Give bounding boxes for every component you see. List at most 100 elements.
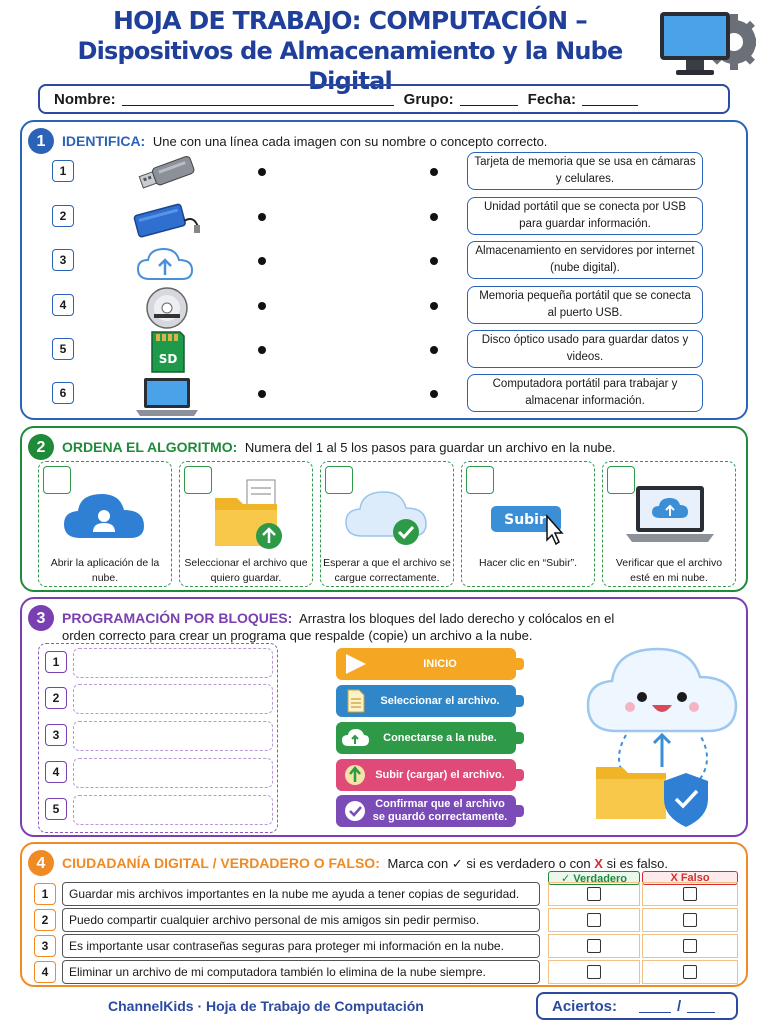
definition-box[interactable]: Memoria pequeña portátil que se conecta … [467, 286, 703, 324]
true-cell [548, 882, 640, 906]
definition-box[interactable]: Tarjeta de memoria que se usa en cámaras… [467, 152, 703, 190]
step-card-1: Abrir la aplicación de la nube. [38, 461, 172, 587]
slot-number: 3 [45, 724, 67, 746]
footer-brand: ChannelKids · Hoja de Trabajo de Computa… [108, 998, 424, 1014]
definition-box[interactable]: Unidad portátil que se conecta por USB p… [467, 197, 703, 235]
checkmark-icon [345, 801, 365, 821]
section-3-number: 3 [28, 605, 54, 631]
statement-number: 1 [34, 883, 56, 905]
slot-field[interactable] [73, 684, 273, 714]
group-field[interactable] [459, 92, 518, 106]
block-notch [514, 658, 524, 670]
definition-box[interactable]: Disco óptico usado para guardar datos y … [467, 330, 703, 368]
connector-dot[interactable] [430, 168, 438, 176]
section-4-instruction-prefix: Marca con [387, 856, 449, 871]
statement-text: Es importante usar contraseñas seguras p… [62, 934, 540, 958]
connector-dot[interactable] [258, 257, 266, 265]
section-3-header: 3 PROGRAMACIÓN POR BLOQUES: Arrastra los… [28, 605, 628, 644]
tf-row-2: 2 Puedo compartir cualquier archivo pers… [22, 908, 746, 932]
connector-dot[interactable] [258, 346, 266, 354]
true-checkbox[interactable] [587, 887, 601, 901]
score-box: Aciertos: / [536, 992, 738, 1020]
drop-slot[interactable]: 3 [43, 721, 273, 751]
sd-card-icon: SD [151, 331, 185, 373]
step-number-box[interactable] [466, 466, 494, 494]
code-block-conectarse[interactable]: Conectarse a la nube. [336, 722, 524, 754]
section-3-title: PROGRAMACIÓN POR BLOQUES: [62, 610, 293, 626]
cloud-check-icon [345, 491, 427, 545]
section-4-instruction-suffix: si es falso. [606, 856, 668, 871]
score-correct-field[interactable] [639, 999, 672, 1013]
false-checkbox[interactable] [683, 887, 697, 901]
tf-row-4: 4 Eliminar un archivo de mi computadora … [22, 960, 746, 984]
step-number-box[interactable] [43, 466, 71, 494]
connector-dot[interactable] [430, 346, 438, 354]
drop-slot[interactable]: 1 [43, 648, 273, 678]
step-number-box[interactable] [607, 466, 635, 494]
connector-dot[interactable] [430, 257, 438, 265]
connector-dot[interactable] [258, 168, 266, 176]
false-checkbox[interactable] [683, 913, 697, 927]
section-3-instruction: Arrastra los bloques del lado derecho y … [62, 611, 615, 643]
drop-slot[interactable]: 2 [43, 684, 273, 714]
code-block-confirmar[interactable]: Confirmar que el archivo se guardó corre… [336, 795, 524, 827]
section-2-title: ORDENA EL ALGORITMO: [62, 439, 238, 455]
slot-field[interactable] [73, 758, 273, 788]
false-checkbox[interactable] [683, 965, 697, 979]
match-row-6: 6 Computadora portátil para trabajar y a… [22, 374, 746, 418]
true-cell [548, 934, 640, 958]
true-cell [548, 908, 640, 932]
connector-dot[interactable] [258, 390, 266, 398]
laptop-icon [136, 378, 198, 416]
match-row-3: 3 Almacenamiento en servidores por inter… [22, 241, 746, 285]
connector-dot[interactable] [258, 302, 266, 310]
cloud-user-icon [64, 494, 144, 538]
code-block-subir[interactable]: Subir (cargar) el archivo. [336, 759, 524, 791]
upload-arrow-icon [345, 765, 365, 785]
subir-button-label: Subir [504, 512, 546, 528]
score-total-field[interactable] [687, 999, 716, 1013]
code-block-inicio[interactable]: INICIO [336, 648, 524, 680]
step-number-box[interactable] [325, 466, 353, 494]
section-2-header: 2 ORDENA EL ALGORITMO: Numera del 1 al 5… [28, 434, 616, 460]
drop-slot[interactable]: 5 [43, 795, 273, 825]
cloud-upload-icon [342, 729, 369, 746]
definition-box[interactable]: Computadora portátil para trabajar y alm… [467, 374, 703, 412]
false-cell [642, 934, 738, 958]
true-checkbox[interactable] [587, 939, 601, 953]
slot-field[interactable] [73, 795, 273, 825]
statement-number: 2 [34, 909, 56, 931]
block-notch [514, 769, 524, 781]
block-notch [514, 732, 524, 744]
connector-dot[interactable] [430, 390, 438, 398]
connector-dot[interactable] [430, 213, 438, 221]
date-label: Fecha: [527, 90, 577, 108]
true-checkbox[interactable] [587, 913, 601, 927]
false-checkbox[interactable] [683, 939, 697, 953]
block-label: Confirmar que el archivo se guardó corre… [372, 798, 508, 823]
connector-dot[interactable] [430, 302, 438, 310]
play-icon [346, 654, 366, 674]
page-title: HOJA DE TRABAJO: COMPUTACIÓN – Dispositi… [40, 6, 660, 96]
definition-box[interactable]: Almacenamiento en servidores por interne… [467, 241, 703, 279]
true-checkbox[interactable] [587, 965, 601, 979]
date-field[interactable] [582, 92, 639, 106]
group-label: Grupo: [403, 90, 454, 108]
slot-field[interactable] [73, 648, 273, 678]
name-field[interactable] [121, 92, 394, 106]
slot-field[interactable] [73, 721, 273, 751]
item-number: 3 [52, 249, 74, 271]
external-hard-drive-icon [133, 203, 200, 238]
section-1-header: 1 IDENTIFICA: Une con una línea cada ima… [28, 128, 547, 154]
block-label: INICIO [423, 657, 457, 670]
block-drop-area: 1 2 3 4 5 [38, 643, 278, 833]
drop-slot[interactable]: 4 [43, 758, 273, 788]
code-block-seleccionar[interactable]: Seleccionar el archivo. [336, 685, 524, 717]
true-cell [548, 960, 640, 984]
step-number-box[interactable] [184, 466, 212, 494]
tf-row-1: 1 Guardar mis archivos importantes en la… [22, 882, 746, 906]
item-number: 4 [52, 294, 74, 316]
section-4-title: CIUDADANÍA DIGITAL / VERDADERO O FALSO: [62, 855, 380, 871]
true-column-header: ✓ Verdadero [548, 871, 640, 885]
connector-dot[interactable] [258, 213, 266, 221]
